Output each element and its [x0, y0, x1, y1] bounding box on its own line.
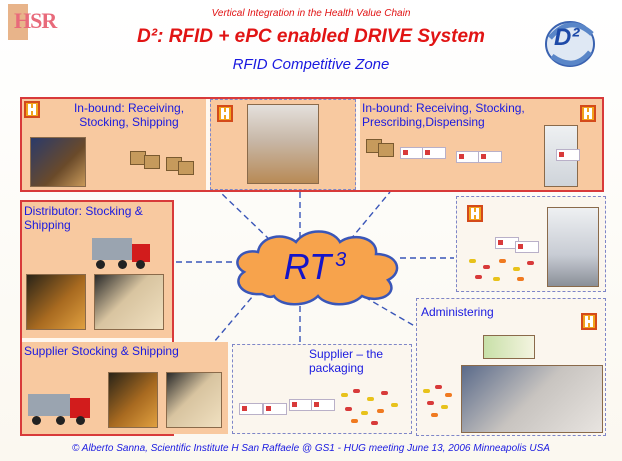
box-icon	[144, 155, 160, 169]
forklift-image	[108, 372, 158, 428]
medication-cart-image	[547, 207, 599, 287]
panel-supplier-stocking: Supplier Stocking & Shipping	[22, 342, 228, 434]
pills-icon	[337, 387, 407, 427]
crates-image	[94, 274, 164, 330]
medicine-pack-icon	[456, 151, 480, 163]
medicine-pack-icon	[556, 149, 580, 161]
medicine-pack-icon	[263, 403, 287, 415]
inbound-right-label: In-bound: Receiving, Stocking, Prescribi…	[362, 101, 525, 129]
slide-subtitle: Vertical Integration in the Health Value…	[211, 8, 411, 19]
rt3-cloud	[236, 230, 399, 306]
hospital-icon	[580, 105, 596, 122]
medicine-pack-icon	[289, 399, 313, 411]
medicine-vial-image	[483, 335, 535, 359]
zone-label: RFID Competitive Zone	[232, 56, 390, 73]
panel-inbound-left: In-bound: Receiving, Stocking, Shipping	[22, 99, 206, 190]
truck-icon	[28, 390, 94, 428]
hospital-icon	[24, 101, 40, 118]
panel-inbound-middle	[210, 99, 356, 190]
hsr-logo-text: HSR	[14, 8, 57, 33]
footer-credit: © Alberto Sanna, Scientific Institute H …	[72, 443, 550, 454]
rt3-text: RT	[283, 246, 332, 287]
medicine-pack-icon	[239, 403, 263, 415]
hsr-logo: HSR	[8, 4, 86, 44]
administering-label: Administering	[421, 305, 494, 319]
medicine-pack-icon	[478, 151, 502, 163]
pills-icon	[465, 255, 543, 287]
pills-icon	[421, 385, 457, 425]
box-icon	[178, 161, 194, 175]
worker-boxes-image	[30, 137, 86, 187]
panel-pharmacy	[456, 196, 606, 292]
medicine-pack-icon	[311, 399, 335, 411]
d2-logo-text: D²	[554, 24, 580, 51]
distributor-label: Distributor: Stocking & Shipping	[24, 204, 143, 232]
d2-logo: D²	[540, 12, 604, 72]
hospital-icon	[217, 105, 233, 122]
hospital-icon	[467, 205, 483, 222]
medicine-pack-icon	[422, 147, 446, 159]
warehouse-workers-image	[247, 104, 319, 184]
truck-icon	[92, 236, 152, 272]
supplier-stocking-label: Supplier Stocking & Shipping	[24, 344, 179, 358]
panel-supplier-packaging: Supplier – the packaging	[232, 344, 412, 434]
medicine-pack-icon	[515, 241, 539, 253]
panel-administering: Administering	[416, 298, 606, 436]
inbound-left-label: In-bound: Receiving, Stocking, Shipping	[73, 101, 185, 129]
slide-title: D²: RFID + ePC enabled DRIVE System	[137, 26, 485, 47]
box-icon	[378, 143, 394, 157]
crates-image	[166, 372, 222, 428]
rt3-superscript: 3	[335, 249, 347, 271]
hospital-room-image	[461, 365, 603, 433]
forklift-image	[26, 274, 86, 330]
panel-inbound-right: In-bound: Receiving, Stocking, Prescribi…	[360, 99, 602, 190]
supplier-packaging-label: Supplier – the packaging	[309, 347, 384, 375]
medicine-pack-icon	[400, 147, 424, 159]
hospital-icon	[581, 313, 597, 330]
panel-distributor: Distributor: Stocking & Shipping	[22, 202, 172, 338]
